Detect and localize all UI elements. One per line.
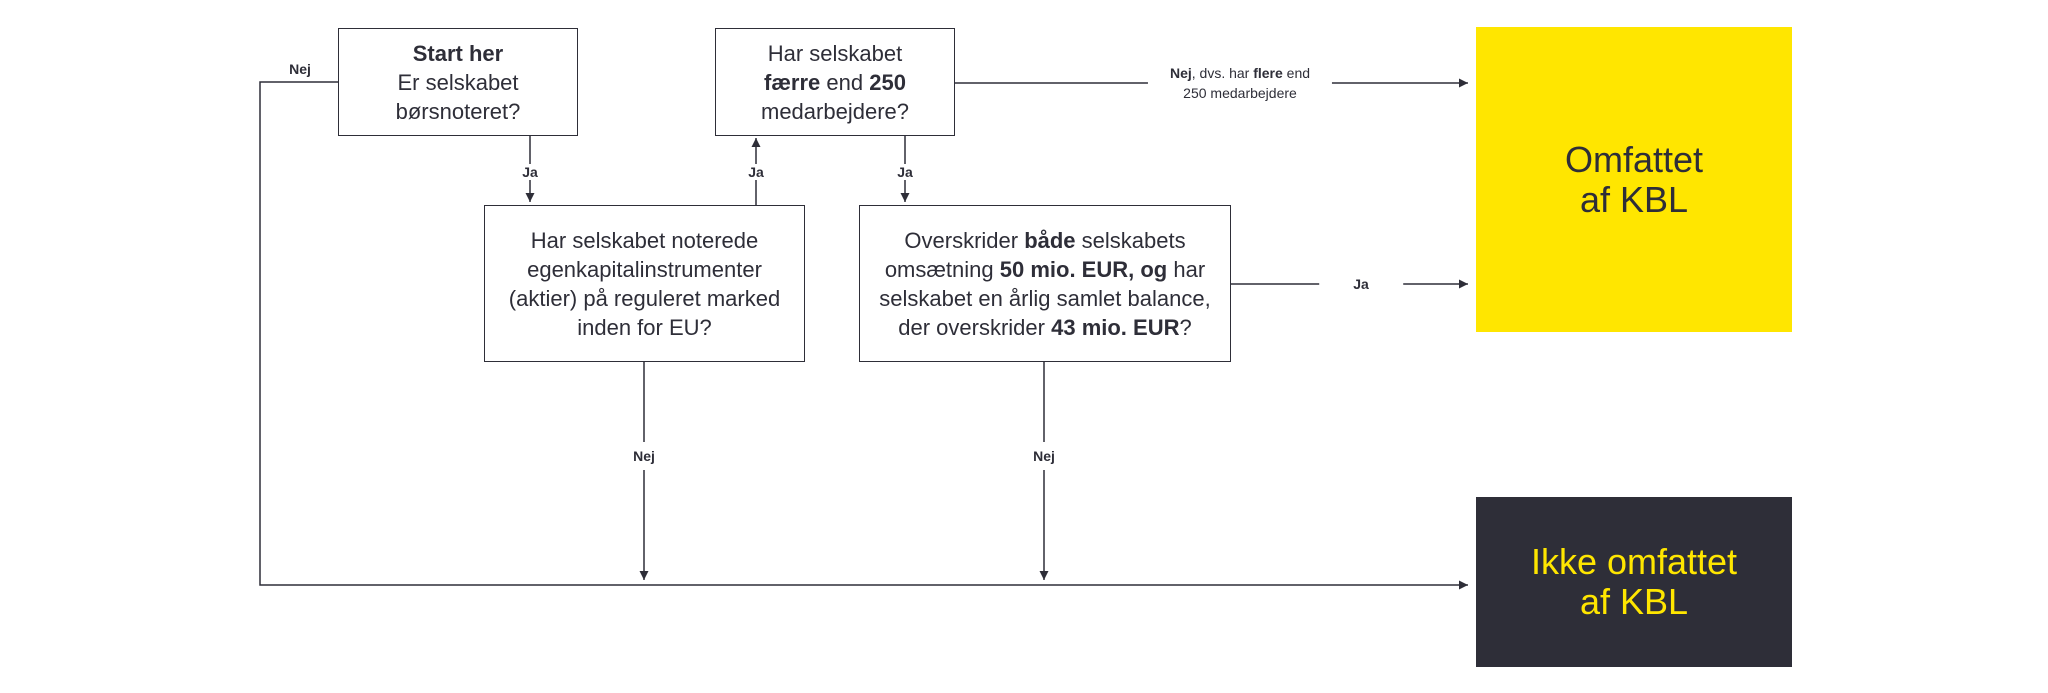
outcome-not-covered: Ikke omfattet af KBL [1476, 497, 1792, 667]
start-question-line2: børsnoteret? [395, 98, 521, 124]
employees-line3: medarbejdere? [761, 98, 909, 124]
thresholds-l2a: omsætning [884, 256, 1000, 282]
label-nej-start: Nej [286, 61, 314, 77]
label-ja-thresholds: Ja [1319, 276, 1403, 292]
thresholds-question-box: Overskrider både selskabets omsætning 50… [859, 205, 1231, 362]
thresholds-line3: selskabet en årlig samlet balance, [879, 285, 1211, 311]
thresholds-line4: der overskrider 43 mio. EUR? [898, 313, 1191, 342]
label-ja-listed: Ja [745, 164, 767, 180]
thresholds-l1a: Overskrider [904, 227, 1025, 253]
label-ja-employees: Ja [894, 164, 916, 180]
listed-question-box: Har selskabet noterede egenkapitalinstru… [484, 205, 805, 362]
thresholds-50mio: 50 mio. EUR, og [999, 256, 1168, 282]
employees-line1: Har selskabet [767, 40, 903, 66]
thresholds-43mio: 43 mio. EUR [1051, 314, 1180, 340]
outcome-covered-line1: Omfattet [1564, 138, 1704, 180]
label-ja-start: Ja [519, 164, 541, 180]
employees-question-box: Har selskabet færre end 250 medarbejdere… [715, 28, 955, 136]
note-line2: 250 medarbejdere [1183, 85, 1297, 101]
start-question-line1: Er selskabet [397, 69, 519, 95]
thresholds-l1c: selskabets [1075, 227, 1186, 253]
note-flere: flere [1253, 65, 1283, 81]
listed-line1: Har selskabet noterede [530, 227, 759, 253]
note-text2: end [1282, 65, 1311, 81]
outcome-not-covered-line2: af KBL [1579, 581, 1689, 622]
outcome-covered: Omfattet af KBL [1476, 27, 1792, 332]
label-nej-thresholds: Nej [1030, 442, 1058, 470]
thresholds-line2: omsætning 50 mio. EUR, og har [885, 255, 1205, 284]
listed-line4: inden for EU? [577, 314, 712, 340]
thresholds-line1: Overskrider både selskabets [904, 226, 1185, 255]
note-more-employees: Nej, dvs. har flere end 250 medarbejdere [1147, 63, 1333, 103]
thresholds-l4a: der overskrider [898, 314, 1052, 340]
start-here-label: Start her [412, 40, 504, 66]
employees-250: 250 [869, 69, 906, 95]
note-text1: , dvs. har [1191, 65, 1254, 81]
note-line1: Nej, dvs. har flere end [1170, 63, 1310, 83]
note-nej: Nej [1169, 65, 1192, 81]
employees-end: end [820, 69, 870, 95]
outcome-covered-line2: af KBL [1579, 178, 1689, 220]
thresholds-l4c: ? [1179, 314, 1192, 340]
label-nej-listed: Nej [630, 442, 658, 470]
employees-faerre: færre [764, 69, 821, 95]
connector-start-nej [259, 81, 1468, 590]
listed-line2: egenkapitalinstrumenter [527, 256, 762, 282]
start-question-box: Start her Er selskabet børsnoteret? [338, 28, 578, 136]
thresholds-baade: både [1024, 227, 1076, 253]
outcome-not-covered-line1: Ikke omfattet [1530, 541, 1738, 582]
listed-line3: (aktier) på reguleret marked [508, 285, 781, 311]
employees-line2: færre end 250 [764, 68, 906, 97]
thresholds-l2c: har [1167, 256, 1206, 282]
